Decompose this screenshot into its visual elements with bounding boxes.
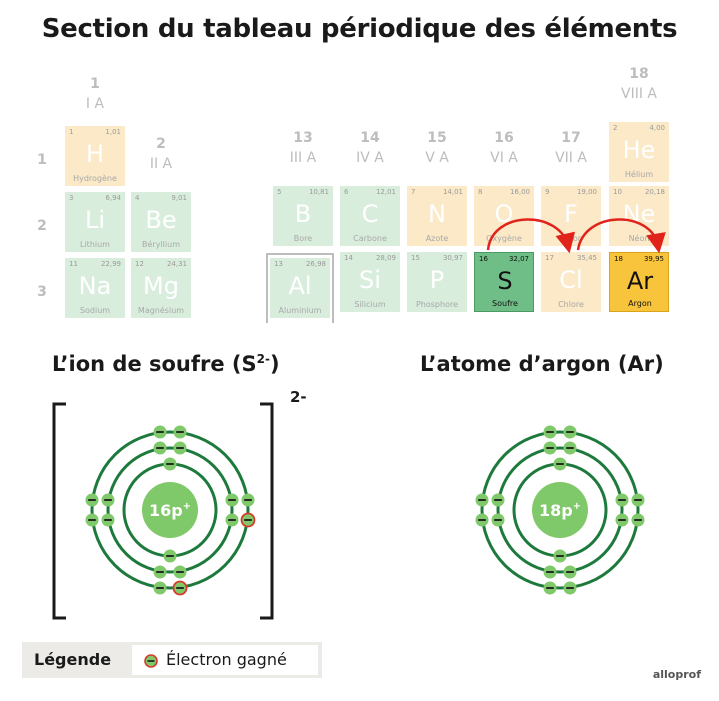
electron (631, 513, 645, 527)
nucleus-label: 18p+ (539, 501, 581, 520)
electron (163, 457, 177, 471)
electron (173, 565, 187, 579)
shell-3 (90, 430, 250, 590)
electron (173, 441, 187, 455)
nucleus (532, 482, 588, 538)
gained-electron (240, 512, 256, 528)
nucleus-label: 16p+ (149, 501, 191, 520)
electron (85, 513, 99, 527)
electron (491, 493, 505, 507)
electron (543, 441, 557, 455)
right-bracket (260, 402, 274, 620)
electron (153, 441, 167, 455)
electron (101, 493, 115, 507)
sulfur-ion-diagram: 2- 16p+ (52, 390, 307, 620)
electron (553, 457, 567, 471)
nucleus (142, 482, 198, 538)
argon-atom-title: L’atome d’argon (Ar) (420, 352, 664, 376)
electron (173, 425, 187, 439)
electron (615, 493, 629, 507)
gained-electron-icon (144, 654, 158, 668)
shell-2 (106, 446, 234, 574)
arrow-cl-to-ar (576, 218, 666, 254)
electron (85, 493, 99, 507)
electron (563, 441, 577, 455)
electrons (475, 425, 645, 595)
electron-transfer-arrows (486, 218, 666, 254)
electron (101, 513, 115, 527)
electron (491, 513, 505, 527)
electron (153, 565, 167, 579)
electron (163, 549, 177, 563)
period-label-1: 1 (37, 152, 47, 168)
sulfur-ion-title: L’ion de soufre (S2-) (52, 352, 280, 376)
electron (543, 425, 557, 439)
page-title: Section du tableau périodique des élémen… (41, 14, 678, 44)
electron (563, 425, 577, 439)
aluminium-border (266, 253, 334, 323)
left-bracket (52, 402, 66, 620)
electron (563, 565, 577, 579)
period-label-2: 2 (37, 218, 47, 234)
legend: Légende Électron gagné (22, 642, 322, 678)
electron (225, 513, 239, 527)
electron (543, 581, 557, 595)
electron (225, 493, 239, 507)
period-label-3: 3 (37, 284, 47, 300)
electrons (85, 425, 256, 596)
shell-3 (480, 430, 640, 590)
electron (615, 513, 629, 527)
electron (153, 581, 167, 595)
electron (475, 513, 489, 527)
electron (543, 565, 557, 579)
electron (631, 493, 645, 507)
electron (563, 581, 577, 595)
ion-charge: 2- (290, 390, 307, 406)
gained-electron (172, 580, 188, 596)
arrow-s-to-cl (486, 218, 576, 254)
electron (553, 549, 567, 563)
alloprof-logo: alloprof (652, 668, 701, 681)
legend-item-text: Électron gagné (166, 650, 287, 669)
electron (475, 493, 489, 507)
legend-label: Légende (34, 650, 112, 669)
electron (153, 425, 167, 439)
argon-atom-diagram: 18p+ (475, 425, 645, 595)
shell-2 (496, 446, 624, 574)
legend-item: Électron gagné (132, 645, 318, 675)
electron (241, 493, 255, 507)
